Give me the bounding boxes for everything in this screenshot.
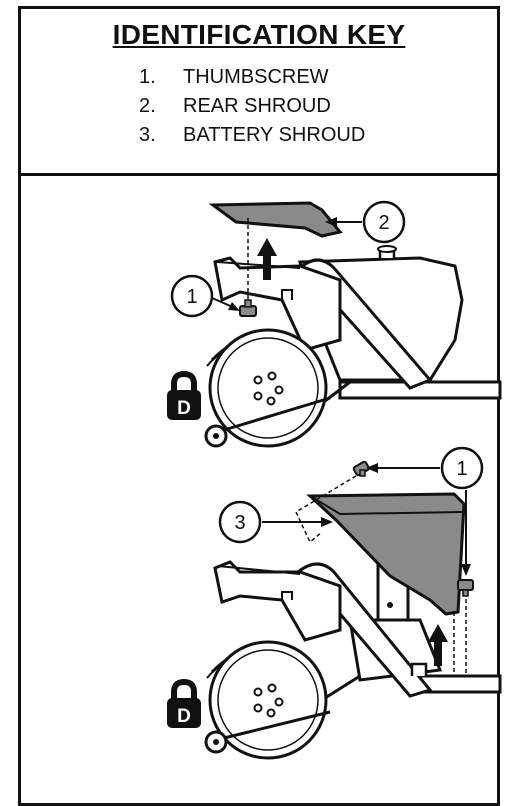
battery-shroud (306, 492, 466, 616)
key-item-thumbscrew: 1. THUMBSCREW (139, 63, 365, 92)
callout-thumbscrew (440, 446, 484, 490)
rear-shroud (208, 201, 343, 238)
key-title: IDENTIFICATION KEY (112, 19, 406, 50)
callout-rear-shroud (362, 200, 406, 244)
up-arrow-icon (428, 624, 448, 666)
identification-key: IDENTIFICATION KEY 1. THUMBSCREW 2. REAR… (21, 9, 497, 176)
lock-icon: D (167, 370, 201, 420)
key-item-number: 2. (139, 95, 156, 117)
thumbscrew-icon (457, 579, 474, 597)
bottom-illustration: 1 3 D (167, 446, 502, 760)
key-item-number: 3. (139, 124, 156, 146)
svg-text:D: D (177, 398, 191, 419)
key-item-label: THUMBSCREW (183, 66, 329, 88)
diagram-frame: IDENTIFICATION KEY 1. THUMBSCREW 2. REAR… (18, 6, 500, 806)
callout-number: 2 (378, 212, 389, 234)
top-illustration: 2 1 D (167, 200, 502, 448)
thumbscrew-icon (352, 460, 370, 477)
callout-number: 1 (186, 286, 197, 308)
thumbscrew-icon (239, 299, 257, 317)
key-list: 1. THUMBSCREW 2. REAR SHROUD 3. BATTERY … (139, 63, 365, 150)
callout-battery-shroud (218, 500, 262, 544)
key-item-rear-shroud: 2. REAR SHROUD (139, 92, 365, 121)
callout-number: 3 (234, 512, 245, 534)
key-item-label: REAR SHROUD (183, 95, 331, 117)
callout-number: 1 (456, 458, 467, 480)
lock-icon: D (167, 678, 201, 728)
up-arrow-icon (257, 238, 277, 280)
key-item-label: BATTERY SHROUD (183, 124, 366, 146)
key-item-number: 1. (139, 66, 156, 88)
svg-text:D: D (177, 706, 191, 727)
callout-thumbscrew (170, 274, 214, 318)
key-item-battery-shroud: 3. BATTERY SHROUD (139, 121, 365, 150)
